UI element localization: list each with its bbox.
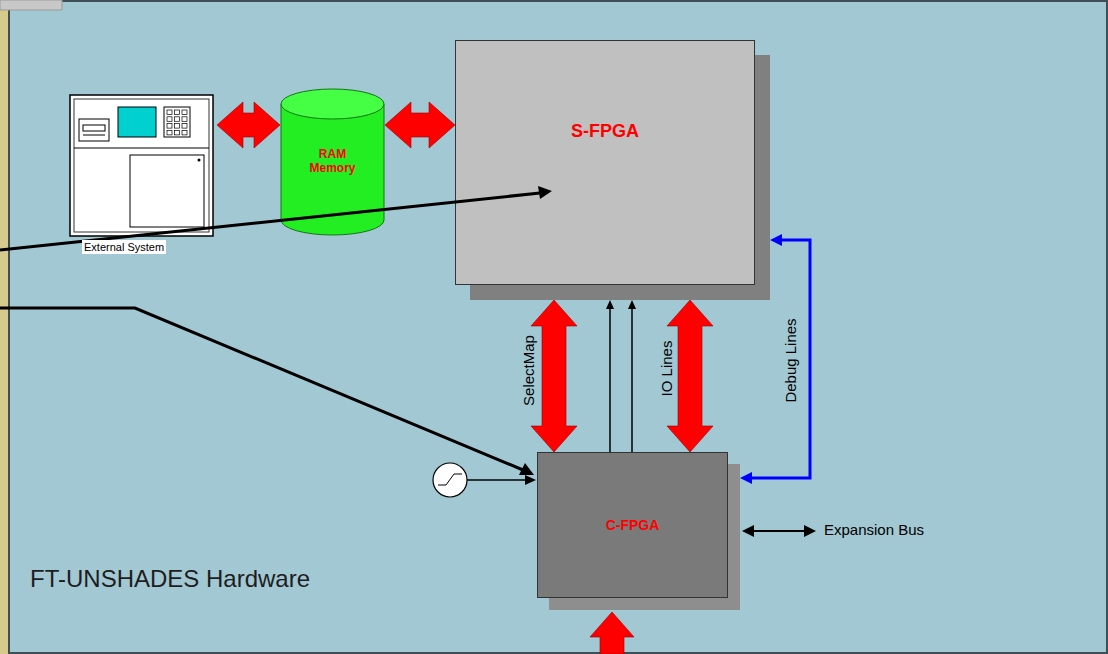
bus-arrow	[385, 102, 455, 148]
edge-label: Debug Lines	[782, 318, 799, 402]
node-title: C-FPGA	[606, 517, 660, 533]
keypad-key	[167, 124, 172, 129]
keypad-key	[175, 124, 180, 129]
machine-picture	[68, 93, 215, 239]
keypad-key	[182, 130, 187, 135]
signal-line	[631, 308, 633, 452]
signal-line	[751, 240, 810, 478]
signal-arrow	[606, 300, 614, 452]
external-link	[0, 193, 540, 250]
signal-line	[609, 308, 611, 452]
keypad-key	[182, 117, 187, 122]
host-link	[0, 308, 523, 470]
bus-arrow-shape	[217, 102, 280, 148]
fpga-box: C-FPGA	[537, 452, 728, 598]
bus-label: Expansion Bus	[824, 521, 924, 538]
bus-arrow	[531, 300, 577, 452]
keypad-key	[182, 124, 187, 129]
arrow-head	[628, 300, 636, 309]
machine-part	[118, 107, 156, 137]
clock-line	[467, 479, 526, 481]
machine-part	[198, 159, 201, 162]
clock-symbol	[433, 463, 467, 497]
bus-arrow	[217, 102, 280, 148]
fpga-box: S-FPGA	[455, 40, 755, 285]
arrow-head	[519, 463, 534, 475]
machine-part	[83, 135, 105, 136]
signal-arrow	[628, 300, 636, 452]
machine-part	[74, 148, 209, 149]
arrow-head	[606, 300, 614, 309]
keypad-key	[175, 110, 180, 115]
node-title: S-FPGA	[571, 121, 639, 142]
arrow-head	[538, 186, 552, 199]
input-arrow	[590, 612, 634, 654]
machine-part	[164, 107, 190, 137]
bus-arrow-shape	[385, 102, 455, 148]
machine-part	[70, 95, 213, 236]
keypad-key	[167, 117, 172, 122]
clock-wave	[438, 474, 462, 485]
bus-line	[752, 530, 806, 532]
machine-part	[83, 125, 105, 131]
machine-part	[74, 99, 209, 232]
keypad-key	[182, 110, 187, 115]
keypad-key	[167, 130, 172, 135]
arrow-head	[525, 475, 536, 485]
arrow-head	[804, 525, 816, 537]
keypad-key	[175, 117, 180, 122]
bus-arrow-shape	[531, 300, 577, 452]
arrow-head	[770, 234, 782, 246]
cylinder-top	[281, 89, 384, 119]
machine-part	[130, 155, 204, 227]
system-label: External System	[82, 240, 166, 254]
node-title: RAM Memory	[302, 148, 364, 176]
edge-label: SelectMap	[519, 335, 536, 406]
keypad-key	[175, 130, 180, 135]
edge-label: IO Lines	[658, 340, 675, 396]
arrow-head	[740, 472, 752, 484]
corner-bar	[0, 0, 70, 14]
diagram-title: FT-UNSHADES Hardware	[30, 565, 310, 593]
machine-part	[79, 119, 109, 141]
arrow-head	[742, 525, 754, 537]
keypad-key	[167, 110, 172, 115]
